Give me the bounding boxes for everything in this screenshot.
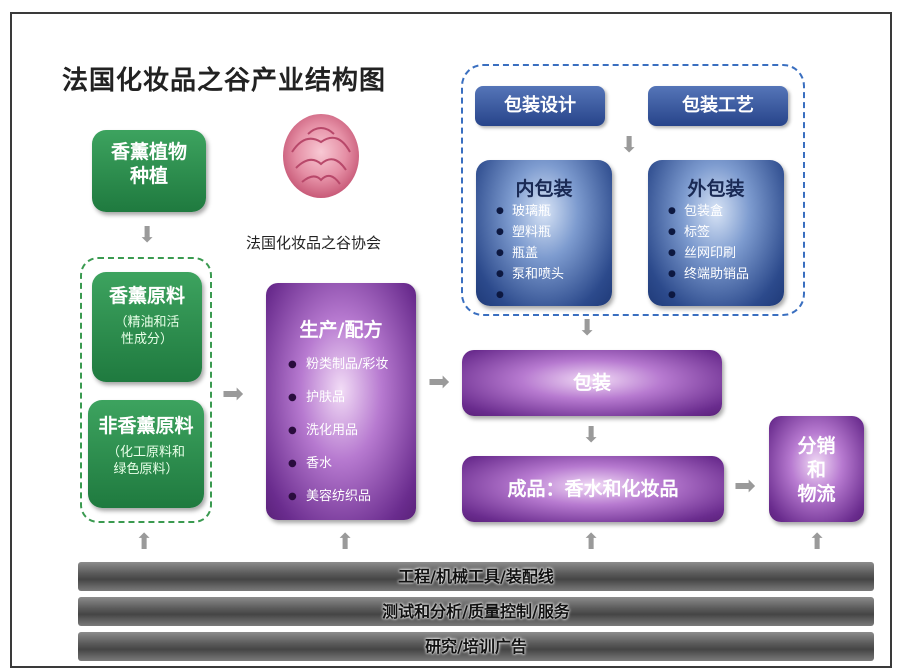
outer-packaging-item: 标签 [648, 222, 784, 243]
association-caption: 法国化妆品之谷协会 [246, 234, 382, 252]
arrow-up-finished: ⬆ [582, 530, 601, 555]
plant-line2: 种植 [129, 165, 168, 187]
peony-flower-image [283, 114, 359, 198]
inner-packaging-item: 泵和喷头 [476, 264, 612, 285]
packaging-box: 包装 [462, 350, 722, 416]
aroma-raw-sub2: 性成分） [120, 332, 173, 347]
outer-packaging-box: 外包装 包装盒 标签 丝网印刷 终端助销品 [648, 160, 784, 306]
inner-packaging-item: 玻璃瓶 [476, 201, 612, 222]
arrow-right-production: ➡ [428, 367, 450, 397]
finished-products-box: 成品：香水和化妆品 [462, 456, 724, 522]
diagram-title: 法国化妆品之谷产业结构图 [62, 66, 387, 96]
arrow-up-distribution: ⬆ [808, 530, 827, 555]
outer-packaging-list: 包装盒 标签 丝网印刷 终端助销品 [648, 201, 784, 306]
inner-packaging-item: 塑料瓶 [476, 222, 612, 243]
non-aroma-raw-title: 非香薰原料 [98, 415, 194, 437]
arrow-right-finished: ➡ [734, 471, 756, 501]
production-item: 粉类制品/彩妆 [266, 348, 416, 381]
non-aroma-raw-box: 非香薰原料 （化工原料和 绿色原料） [88, 400, 204, 508]
production-item: 香水 [266, 447, 416, 480]
packaging-craft-box: 包装工艺 [648, 86, 788, 126]
inner-packaging-item: 瓶盖 [476, 243, 612, 264]
outer-packaging-title: 外包装 [687, 178, 745, 200]
outer-packaging-item: 终端助销品 [648, 264, 784, 285]
research-bar: 研究/培训广告 [78, 632, 874, 661]
arrow-right-raw: ➡ [222, 379, 244, 409]
outer-packaging-item: 丝网印刷 [648, 243, 784, 264]
packaging-design-group [461, 64, 805, 316]
engineering-bar: 工程/机械工具/装配线 [78, 562, 874, 591]
outer-packaging-item: 包装盒 [648, 201, 784, 222]
packaging-design-box: 包装设计 [475, 86, 605, 126]
inner-packaging-box: 内包装 玻璃瓶 塑料瓶 瓶盖 泵和喷头 [476, 160, 612, 306]
inner-packaging-list: 玻璃瓶 塑料瓶 瓶盖 泵和喷头 [476, 201, 612, 306]
aroma-raw-box: 香薰原料 （精油和活 性成分） [92, 272, 202, 382]
non-aroma-raw-sub1: （化工原料和 [106, 445, 185, 460]
arrow-up-raw: ⬆ [135, 530, 154, 555]
aroma-raw-sub1: （精油和活 [114, 315, 180, 330]
distribution-box: 分销 和 物流 [769, 416, 864, 522]
arrow-down-plant: ⬇ [138, 223, 157, 248]
finished-label: 成品：香水和化妆品 [507, 478, 679, 500]
production-item: 护肤品 [266, 381, 416, 414]
distribution-line2: 和 [806, 459, 826, 481]
production-item: 美容纺织品 [266, 480, 416, 513]
distribution-line1: 分销 [797, 435, 836, 457]
arrow-down-design: ⬇ [620, 133, 639, 158]
distribution-line3: 物流 [797, 483, 836, 505]
arrow-down-to-packaging: ⬇ [578, 316, 597, 341]
inner-packaging-title: 内包装 [515, 178, 573, 200]
arrow-down-to-finished: ⬇ [582, 423, 601, 448]
production-box: 生产/配方 粉类制品/彩妆 护肤品 洗化用品 香水 美容纺织品 [266, 283, 416, 520]
production-item: 洗化用品 [266, 414, 416, 447]
non-aroma-raw-sub2: 绿色原料） [113, 462, 179, 477]
plant-line1: 香薰植物 [110, 141, 187, 163]
production-list: 粉类制品/彩妆 护肤品 洗化用品 香水 美容纺织品 [266, 348, 416, 513]
plant-cultivation-box: 香薰植物 种植 [92, 130, 206, 212]
aroma-raw-title: 香薰原料 [108, 285, 185, 307]
testing-bar: 测试和分析/质量控制/服务 [78, 597, 874, 626]
arrow-up-production: ⬆ [336, 530, 355, 555]
packaging-label: 包装 [572, 372, 611, 394]
raw-materials-group [80, 257, 212, 523]
production-title: 生产/配方 [299, 319, 383, 341]
